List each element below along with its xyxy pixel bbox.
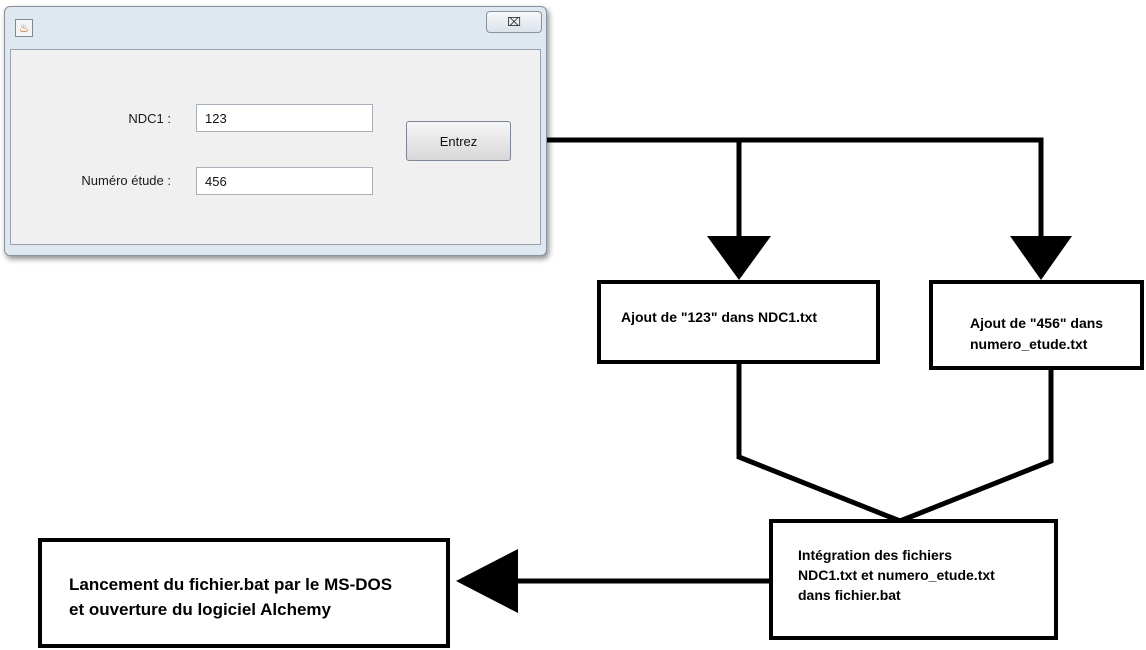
ndc1-input[interactable] — [196, 104, 373, 132]
form-panel: NDC1 : Numéro étude : — [10, 49, 541, 245]
java-coffee-cup-icon: ♨ — [15, 19, 33, 37]
connector-entrez-to-etude — [739, 137, 1044, 240]
app-window: ♨ ⌧ NDC1 : Numéro étude : Entrez — [4, 6, 547, 256]
etude-label: Numéro étude : — [81, 173, 171, 188]
ndc1-label: NDC1 : — [128, 111, 171, 126]
box-ajout-ndc1: Ajout de "123" dans NDC1.txt — [597, 280, 880, 364]
box-integration: Intégration des fichiers NDC1.txt et num… — [769, 519, 1058, 640]
box-lancement-text: Lancement du fichier.bat par le MS-DOS e… — [69, 575, 393, 619]
connector-ndc1-to-merge — [736, 364, 901, 524]
box-ajout-etude-text: Ajout de "456" dans numero_etude.txt — [970, 315, 1104, 352]
close-button[interactable]: ⌧ — [486, 11, 542, 33]
box-lancement: Lancement du fichier.bat par le MS-DOS e… — [38, 538, 450, 648]
connector-etude-to-merge — [899, 370, 1054, 524]
box-integration-text: Intégration des fichiers NDC1.txt et num… — [798, 547, 995, 603]
arrowhead-to-launch — [456, 549, 518, 613]
box-ajout-ndc1-text: Ajout de "123" dans NDC1.txt — [621, 309, 818, 325]
box-ajout-etude: Ajout de "456" dans numero_etude.txt — [929, 280, 1144, 370]
arrowhead-to-ndc1 — [707, 236, 771, 280]
arrowhead-to-etude — [1010, 236, 1072, 280]
entrez-button[interactable]: Entrez — [406, 121, 511, 161]
etude-input[interactable] — [196, 167, 373, 195]
